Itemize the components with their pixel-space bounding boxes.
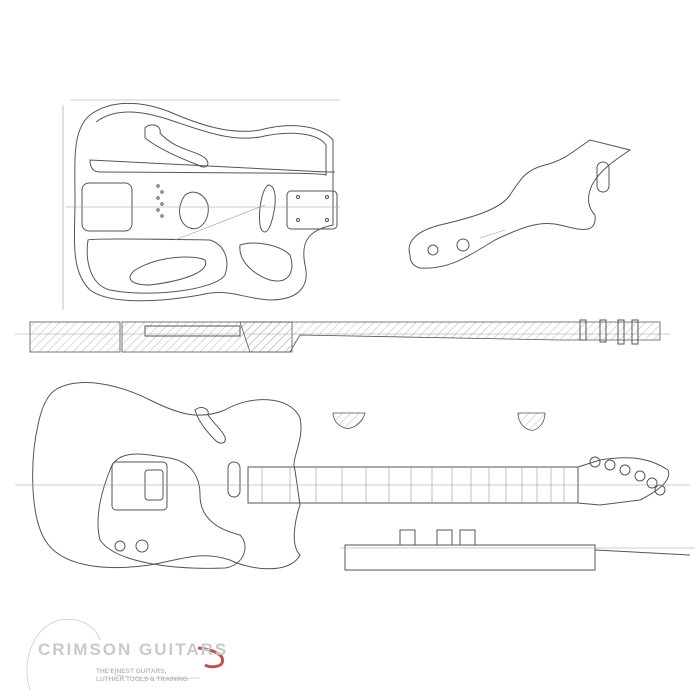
body-template-top-view [62, 99, 340, 310]
side-assembled-view [340, 529, 695, 571]
crimson-guitars-logo: CRIMSON GUITARS THE FINEST GUITARS, LUTH… [38, 640, 229, 683]
logo-tagline-line-2: LUTHIER TOOLS & TRAINING [96, 676, 188, 683]
logo-tagline-line-1: THE FINEST GUITARS, [96, 668, 167, 675]
neck-profile-sections [332, 412, 546, 431]
front-assembled-view [15, 382, 690, 570]
logo-tagline: THE FINEST GUITARS, LUTHIER TOOLS & TRAI… [96, 668, 188, 684]
side-section-view [15, 319, 670, 353]
crimson-guitars-logo-graphic [26, 618, 225, 691]
pickguard-template [408, 139, 632, 269]
logo-name: CRIMSON GUITARS [38, 640, 229, 659]
